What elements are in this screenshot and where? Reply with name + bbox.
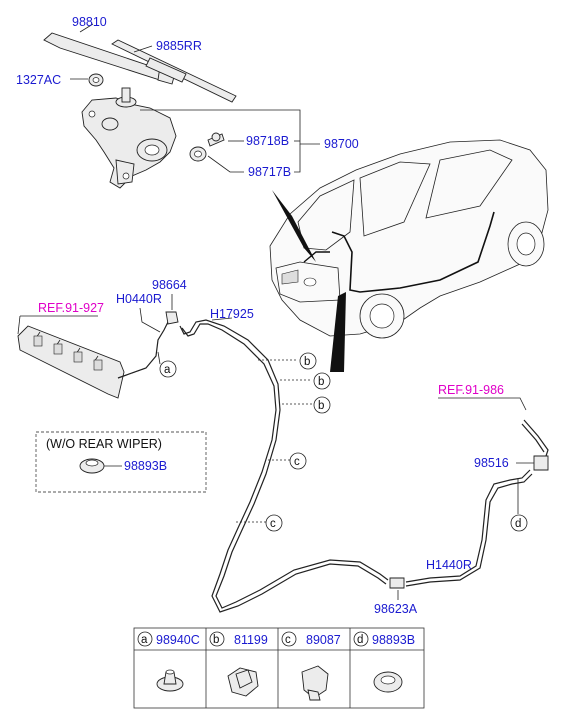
label-nut: 1327AC [16, 73, 61, 87]
svg-text:c: c [294, 456, 300, 468]
ref-left: REF.91-927 [38, 301, 104, 315]
label-hose-left: H0440R [116, 292, 162, 306]
clip-c-illustration [301, 665, 329, 701]
callout-b-3 [313, 396, 331, 414]
legend-part-c: 89087 [306, 633, 341, 647]
note-title: (W/O REAR WIPER) [46, 437, 162, 451]
svg-text:b: b [318, 376, 324, 388]
high-mount-stop-lamp [17, 325, 125, 399]
label-nozzle-left: 98664 [152, 278, 187, 292]
label-wiper-blade: 9885RR [156, 39, 202, 53]
label-nozzle-right: 98516 [474, 456, 509, 470]
wiper-assembly [43, 32, 237, 189]
label-motor-bolt: 98718B [246, 134, 289, 148]
note-part: 98893B [124, 459, 167, 473]
svg-text:b: b [304, 356, 310, 368]
hose-h0440r [117, 317, 171, 379]
label-wiper-arm: 98810 [72, 15, 107, 29]
callout-b-1 [299, 352, 317, 370]
label-hose-right: H1440R [426, 558, 472, 572]
callout-d [510, 514, 528, 532]
vehicle-illustration [269, 139, 549, 339]
legend-table: a 98940C b 81199 c 89087 d 98893B [133, 627, 425, 709]
label-motor-assy: 98700 [324, 137, 359, 151]
legend-letter-c: c [285, 634, 291, 646]
label-motor-grommet: 98717B [248, 165, 291, 179]
svg-text:b: b [318, 400, 324, 412]
nozzle-right-shape [533, 455, 549, 471]
pointer-wedge-bottom [330, 292, 346, 372]
legend-letter-d: d [357, 634, 363, 646]
clip-a-illustration [156, 669, 184, 692]
pointer-wedge-top [272, 190, 316, 262]
legend-letter-b: b [213, 634, 219, 646]
svg-text:c: c [270, 518, 276, 530]
note-box [35, 431, 207, 493]
legend-letter-a: a [141, 634, 148, 646]
ref-right: REF.91-986 [438, 383, 504, 397]
callout-a [159, 360, 177, 378]
grommet-d-illustration [373, 671, 403, 693]
label-hose-main: H17925 [210, 307, 254, 321]
callout-c-2 [265, 514, 283, 532]
legend-part-b: 81199 [234, 633, 268, 647]
legend-part-d: 98893B [372, 633, 415, 647]
svg-text:d: d [515, 518, 521, 530]
svg-text:a: a [164, 364, 171, 376]
hose-h17925 [179, 319, 389, 613]
legend-part-a: 98940C [156, 633, 200, 647]
callout-c-1 [289, 452, 307, 470]
clip-b-illustration [227, 667, 259, 697]
connector-shape [389, 577, 405, 589]
label-connector: 98623A [374, 602, 418, 616]
callout-b-2 [313, 372, 331, 390]
